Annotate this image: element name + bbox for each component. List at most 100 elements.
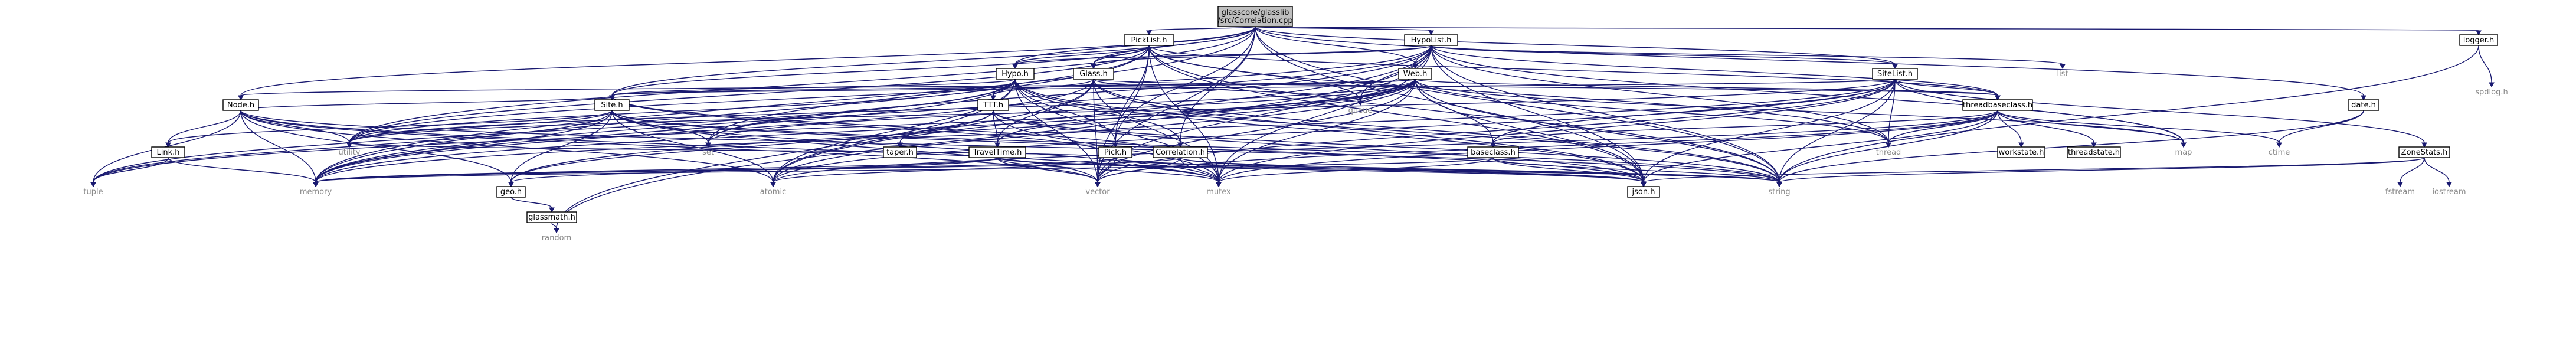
node-thread-label: thread <box>1876 148 1901 157</box>
edge-Correlation-to-memory <box>315 157 1181 183</box>
node-Correlation[interactable]: Correlation.h <box>1153 146 1208 158</box>
edge-Web-to-utility <box>349 79 1416 143</box>
edge-baseclass-to-memory <box>315 157 1494 183</box>
edge-HypoList-to-string <box>1431 45 1780 183</box>
arrowhead-Site-to-Link <box>165 142 171 148</box>
edge-Site-to-tuple <box>93 110 613 183</box>
edge-geo-to-glassmath <box>510 197 552 208</box>
edge-Site-to-utility <box>349 110 613 143</box>
arrowhead-threadbaseclass-to-workstate <box>2018 142 2024 148</box>
node-threadbaseclass[interactable]: threadbaseclass.h <box>1962 99 2033 111</box>
edge-SiteList-to-atomic <box>773 79 1896 183</box>
node-logger[interactable]: logger.h <box>2459 34 2498 46</box>
edge-Link-to-memory <box>168 157 316 183</box>
node-atomic: atomic <box>760 188 786 197</box>
edge-ZoneStats-to-json <box>1643 157 2425 183</box>
node-taper[interactable]: taper.h <box>883 146 917 158</box>
edge-HypoList-to-json <box>1431 45 1644 183</box>
node-Node[interactable]: Node.h <box>222 99 259 111</box>
edge-TravelTime-to-mutex <box>997 157 1219 183</box>
edge-root-to-date <box>1255 26 2364 96</box>
node-queue-label: queue <box>1348 106 1373 115</box>
edge-TTT-to-TravelTime <box>993 110 998 143</box>
edge-PickList-to-Site <box>611 45 1150 96</box>
node-PickList-label: PickList.h <box>1131 36 1167 45</box>
edge-Node-to-Link <box>168 110 241 143</box>
node-glassmath[interactable]: glassmath.h <box>526 211 577 223</box>
node-Glass[interactable]: Glass.h <box>1073 68 1114 80</box>
node-Link[interactable]: Link.h <box>151 146 185 158</box>
node-TravelTime[interactable]: TravelTime.h <box>968 146 1026 158</box>
arrowhead-Site-to-set <box>705 142 711 148</box>
edge-threadbaseclass-to-threadstate <box>1997 110 2094 143</box>
node-Pick[interactable]: Pick.h <box>1098 146 1132 158</box>
edge-Node-to-geo <box>240 110 512 183</box>
edge-SiteList-to-json <box>1643 79 1896 183</box>
node-ZoneStats[interactable]: ZoneStats.h <box>2398 146 2450 158</box>
node-TravelTime-label: TravelTime.h <box>973 148 1022 157</box>
node-workstate[interactable]: workstate.h <box>1997 146 2045 158</box>
edge-threadbaseclass-to-map <box>1997 110 2184 143</box>
node-json-label: json.h <box>1632 188 1655 197</box>
node-workstate-label: workstate.h <box>1999 148 2044 157</box>
edge-Site-to-vector <box>611 110 1098 183</box>
edge-threadbaseclass-to-string <box>1779 110 1998 183</box>
arrowhead-geo-to-glassmath <box>549 207 555 213</box>
arrowhead-Pick-to-utility <box>346 142 352 148</box>
node-geo[interactable]: geo.h <box>496 186 526 198</box>
node-PickList[interactable]: PickList.h <box>1124 34 1174 46</box>
node-threadstate[interactable]: threadstate.h <box>2067 146 2121 158</box>
edge-Node-to-memory <box>240 110 316 183</box>
node-Node-label: Node.h <box>227 101 254 110</box>
edge-HypoList-to-utility <box>349 45 1432 143</box>
node-Web[interactable]: Web.h <box>1398 68 1432 80</box>
arrowhead-glassmath-to-random <box>554 228 559 234</box>
node-baseclass[interactable]: baseclass.h <box>1467 146 1519 158</box>
node-root-label: glasscore/glasslib <box>1222 8 1289 17</box>
edge-root-to-HypoList <box>1255 26 1432 31</box>
node-taper-label: taper.h <box>886 148 914 157</box>
node-Pick-label: Pick.h <box>1104 148 1127 157</box>
edge-glassmath-to-random <box>551 222 557 229</box>
edge-Link-to-tuple <box>93 157 169 183</box>
node-TTT[interactable]: TTT.h <box>977 99 1009 111</box>
edge-Site-to-mutex <box>611 110 1219 183</box>
edge-Hypo-to-Correlation <box>1014 79 1181 143</box>
node-Site[interactable]: Site.h <box>594 99 630 111</box>
node-Hypo[interactable]: Hypo.h <box>996 68 1035 80</box>
arrowhead-logger-to-spdlog <box>2489 82 2495 88</box>
node-SiteList-label: SiteList.h <box>1877 70 1913 79</box>
arrowhead-Link-to-memory <box>313 182 319 188</box>
node-random: random <box>542 234 571 243</box>
arrowhead-root-to-PickList <box>1146 30 1152 36</box>
arrowhead-threadbaseclass-to-thread <box>1886 142 1891 148</box>
arrowhead-HypoList-to-Glass <box>1091 64 1096 70</box>
edge-root-to-Site <box>611 26 1256 96</box>
edge-ZoneStats-to-fstream <box>2400 157 2425 183</box>
edge-root-to-Node <box>240 26 1256 96</box>
arrowhead-TravelTime-to-geo <box>508 182 514 188</box>
node-mutex-label: mutex <box>1206 188 1231 197</box>
node-ctime: ctime <box>2269 148 2290 157</box>
edge-Site-to-memory <box>315 110 613 183</box>
edge-HypoList-to-Glass <box>1093 45 1432 65</box>
node-date[interactable]: date.h <box>2348 99 2379 111</box>
edge-baseclass-to-string <box>1492 157 1780 183</box>
edge-PickList-to-thread <box>1148 45 1889 143</box>
edge-SiteList-to-string <box>1779 79 1896 183</box>
edge-HypoList-to-threadbaseclass <box>1431 45 1998 96</box>
node-string: string <box>1768 188 1790 197</box>
edge-Hypo-to-tuple <box>93 79 1016 183</box>
node-string-label: string <box>1768 188 1790 197</box>
edge-Hypo-to-memory <box>315 79 1016 183</box>
node-list-label: list <box>2057 70 2068 79</box>
arrowhead-Correlation-to-Site <box>609 95 615 101</box>
node-HypoList[interactable]: HypoList.h <box>1404 34 1458 46</box>
node-root-label: /src/Correlation.cpp <box>1217 17 1292 25</box>
edge-HypoList-to-thread <box>1431 45 1889 143</box>
node-json[interactable]: json.h <box>1627 186 1660 198</box>
node-SiteList[interactable]: SiteList.h <box>1872 68 1918 80</box>
arrowhead-TTT-to-TravelTime <box>994 142 1000 148</box>
edge-HypoList-to-atomic <box>773 45 1432 183</box>
